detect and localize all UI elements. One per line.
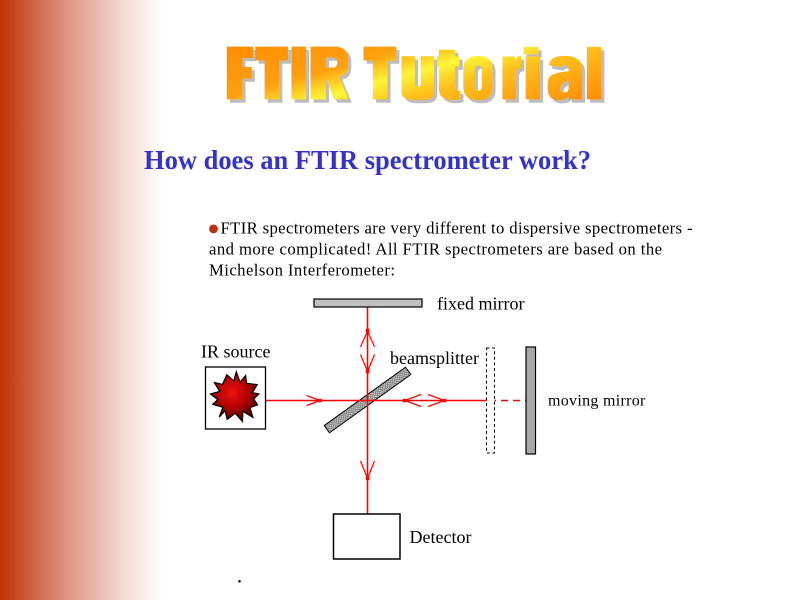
svg-text:and more complicated! All FTIR: and more complicated! All FTIR spectrome… <box>209 240 662 259</box>
svg-text:How does an FTIR spectrometer: How does an FTIR spectrometer work? <box>144 145 591 175</box>
svg-text:fixed mirror: fixed mirror <box>437 294 524 314</box>
svg-text:FTIR spectrometers are very di: FTIR spectrometers are very different to… <box>221 219 693 238</box>
svg-text:beamsplitter: beamsplitter <box>390 348 479 368</box>
svg-text:Detector: Detector <box>410 527 472 547</box>
svg-text:moving mirror: moving mirror <box>548 393 646 410</box>
svg-text:IR source: IR source <box>201 342 270 362</box>
svg-text:Michelson Interferometer:: Michelson Interferometer: <box>209 261 395 280</box>
